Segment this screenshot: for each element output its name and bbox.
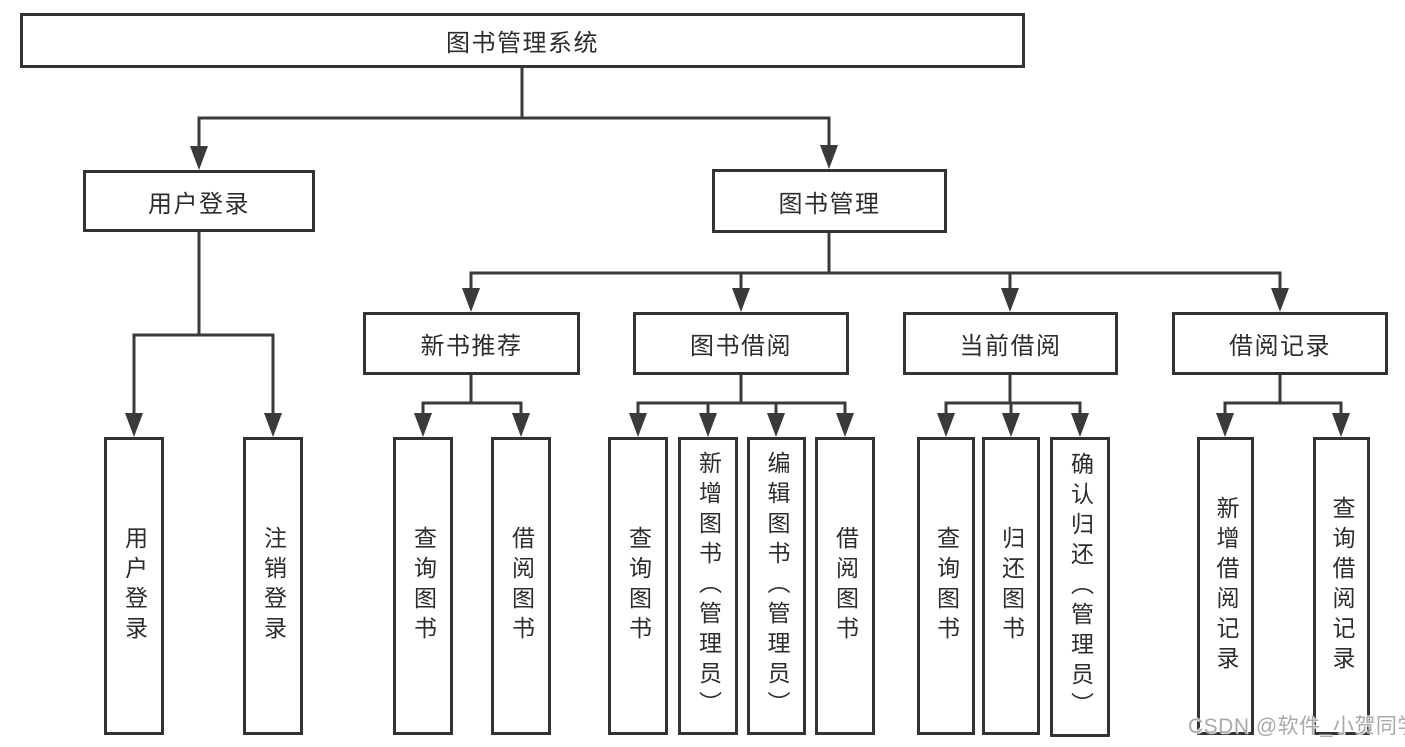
node-label: 图书借阅	[690, 333, 792, 360]
connector-root-to-level2	[190, 68, 838, 170]
connector-borrow-record-children	[1216, 375, 1350, 437]
arrowhead	[820, 145, 838, 169]
node-label: 新书推荐	[420, 333, 523, 360]
arrowhead	[125, 413, 143, 437]
arrowhead	[1332, 413, 1350, 437]
leaf-edit-books-admin: 编辑图书（管理员）	[747, 437, 806, 735]
arrowhead	[629, 413, 647, 437]
arrowhead	[190, 146, 208, 170]
connector-new-book-children	[414, 375, 530, 437]
node-borrow-records: 借阅记录	[1172, 312, 1388, 375]
leaf-borrow-books-recommend: 借阅图书	[491, 437, 551, 735]
node-library-management-system: 图书管理系统	[20, 13, 1025, 68]
node-label: 借阅图书	[508, 526, 535, 646]
arrowhead	[264, 413, 282, 437]
node-book-management: 图书管理	[712, 169, 947, 233]
node-label: 查询借阅记录	[1329, 496, 1355, 676]
leaf-query-borrow-record: 查询借阅记录	[1313, 437, 1370, 735]
node-book-borrow: 图书借阅	[633, 312, 849, 375]
node-label: 查询图书	[625, 526, 652, 646]
leaf-add-borrow-record: 新增借阅记录	[1197, 437, 1254, 735]
node-label: 借阅记录	[1229, 333, 1331, 360]
leaf-borrow-books: 借阅图书	[815, 437, 875, 735]
arrowhead	[699, 413, 717, 437]
leaf-query-books-recommend: 查询图书	[393, 437, 453, 735]
arrowhead	[1071, 413, 1089, 437]
node-label: 查询图书	[933, 526, 960, 646]
arrowhead	[1216, 413, 1234, 437]
arrowhead	[512, 413, 530, 437]
arrowhead	[767, 413, 785, 437]
arrowhead	[462, 288, 480, 312]
leaf-return-books: 归还图书	[982, 437, 1040, 735]
connector-book-borrow-children	[629, 375, 854, 437]
node-user-login: 用户登录	[83, 170, 315, 232]
leaf-user-login: 用户登录	[104, 437, 164, 735]
watermark: CSDN @软件_小贺同学	[1188, 715, 1405, 738]
node-label: 新增借阅记录	[1213, 496, 1239, 676]
node-label: 图书管理	[778, 190, 881, 218]
node-label: 借阅图书	[832, 526, 859, 646]
node-current-borrow: 当前借阅	[903, 312, 1118, 375]
node-label: 确认归还（管理员）	[1067, 452, 1094, 722]
connector-book-management-children	[462, 233, 1289, 312]
node-label: 当前借阅	[959, 333, 1062, 360]
node-label: 图书管理系统	[446, 30, 599, 57]
node-label: 注销登录	[260, 526, 287, 646]
node-label: 用户登录	[148, 190, 250, 218]
node-label: 用户登录	[121, 526, 148, 646]
arrowhead	[732, 288, 750, 312]
node-label: 新增图书（管理员）	[695, 451, 722, 721]
leaf-confirm-return-admin: 确认归还（管理员）	[1050, 437, 1110, 737]
connector-current-borrow-children	[937, 375, 1089, 437]
arrowhead	[414, 413, 432, 437]
node-label: 查询图书	[410, 526, 437, 646]
node-label: 编辑图书（管理员）	[764, 451, 790, 721]
arrowhead	[1001, 288, 1019, 312]
arrowhead	[1271, 288, 1289, 312]
node-label: 归还图书	[998, 526, 1025, 646]
connector-user-login-children	[125, 232, 282, 437]
leaf-query-books-current: 查询图书	[917, 437, 975, 735]
node-new-book-recommend: 新书推荐	[363, 312, 580, 375]
arrowhead	[836, 413, 854, 437]
leaf-add-books-admin: 新增图书（管理员）	[678, 437, 738, 735]
arrowhead	[937, 413, 955, 437]
leaf-logout: 注销登录	[243, 437, 303, 735]
arrowhead	[1002, 413, 1020, 437]
leaf-query-books-borrow: 查询图书	[608, 437, 668, 735]
